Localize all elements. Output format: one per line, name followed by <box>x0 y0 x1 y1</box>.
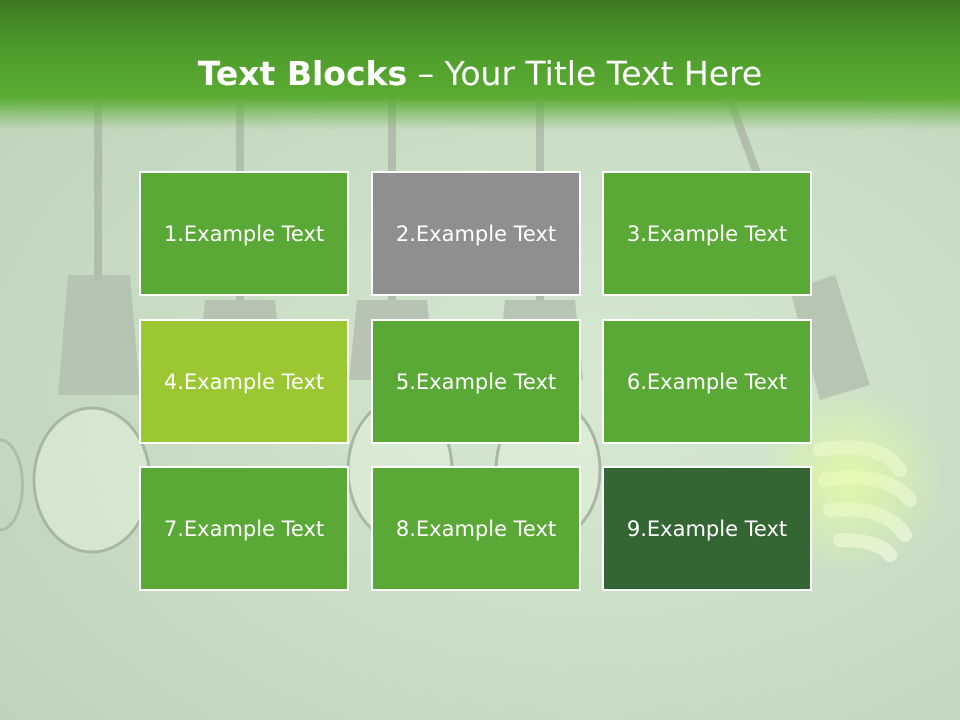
text-block-4[interactable]: 4.Example Text <box>139 319 349 444</box>
text-block-label: 3.Example Text <box>626 221 788 246</box>
text-block-label: 1.Example Text <box>163 221 325 246</box>
text-block-7[interactable]: 7.Example Text <box>139 466 349 591</box>
title-bar <box>0 0 960 130</box>
text-block-8[interactable]: 8.Example Text <box>371 466 581 591</box>
text-block-1[interactable]: 1.Example Text <box>139 171 349 296</box>
text-block-3[interactable]: 3.Example Text <box>602 171 812 296</box>
text-block-label: 6.Example Text <box>626 369 788 394</box>
text-block-6[interactable]: 6.Example Text <box>602 319 812 444</box>
text-block-label: 9.Example Text <box>626 516 788 541</box>
text-block-5[interactable]: 5.Example Text <box>371 319 581 444</box>
title-rest: – Your Title Text Here <box>407 54 763 93</box>
text-block-9[interactable]: 9.Example Text <box>602 466 812 591</box>
text-block-label: 2.Example Text <box>395 221 557 246</box>
text-block-label: 8.Example Text <box>395 516 557 541</box>
text-block-label: 7.Example Text <box>163 516 325 541</box>
slide-title: Text Blocks – Your Title Text Here <box>0 52 960 96</box>
text-block-label: 4.Example Text <box>163 369 325 394</box>
text-block-2[interactable]: 2.Example Text <box>371 171 581 296</box>
text-block-label: 5.Example Text <box>395 369 557 394</box>
title-bold: Text Blocks <box>197 54 408 93</box>
